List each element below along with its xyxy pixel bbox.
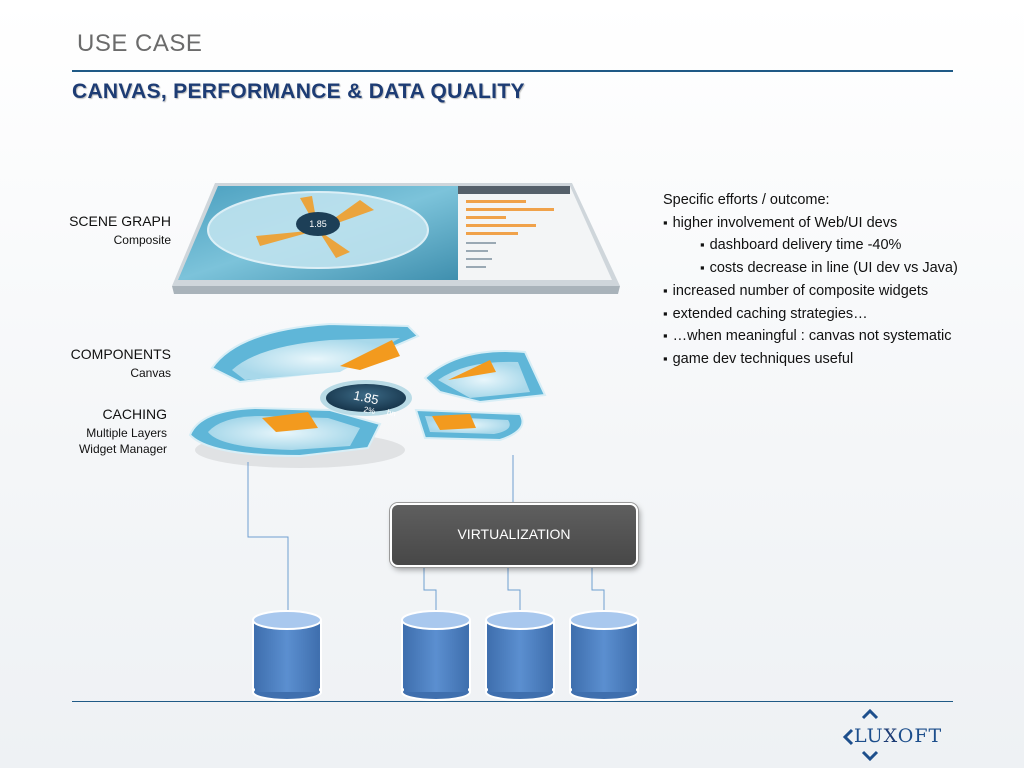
scene-graph-screen: 1.85 [172,183,620,294]
virtualization-box: VIRTUALIZATION [390,503,638,567]
connector-lines [247,455,605,613]
database-cylinder [252,610,322,701]
slide-title: USE CASE [77,30,203,57]
svg-text:1.85: 1.85 [352,388,380,408]
svg-text:bn: bn [386,408,397,419]
scene-graph-label: SCENE GRAPH Composite [69,213,171,247]
database-cylinder [401,610,471,701]
list-item: higher involvement of Web/UI devs [663,212,958,235]
luxoft-logo: LUXOFT [854,725,943,747]
list-item: increased number of composite widgets [663,280,958,303]
logo-chevrons [842,708,879,762]
svg-text:2%: 2% [363,405,376,416]
list-item: extended caching strategies… [663,303,958,326]
caching-sub-1: Multiple Layers [86,426,167,440]
title-rule [72,70,953,72]
slide-subtitle: CANVAS, PERFORMANCE & DATA QUALITY [72,80,525,103]
scene-graph-sub: Composite [113,233,171,247]
scene-graph-title: SCENE GRAPH [69,213,171,229]
database-cylinder [569,610,639,701]
components-sub: Canvas [130,366,171,380]
list-item: dashboard delivery time -40% [663,234,958,257]
svg-text:1.85: 1.85 [309,219,327,229]
caching-label: CACHING Multiple Layers Widget Manager [79,406,167,456]
caching-sub-2: Widget Manager [78,442,167,456]
components-canvas-gauge: 1.85 bn 2% [188,322,547,468]
outcome-bullets: Specific efforts / outcome: higher invol… [663,190,958,371]
list-item: costs decrease in line (UI dev vs Java) [663,257,958,280]
database-cylinder [485,610,555,701]
bullets-heading: Specific efforts / outcome: [663,192,830,208]
footer-rule [72,701,953,702]
caching-title: CACHING [102,406,167,422]
components-title: COMPONENTS [70,346,171,362]
components-label: COMPONENTS Canvas [71,346,171,380]
list-item: game dev techniques useful [663,348,958,371]
list-item: …when meaningful : canvas not systematic [663,325,958,348]
